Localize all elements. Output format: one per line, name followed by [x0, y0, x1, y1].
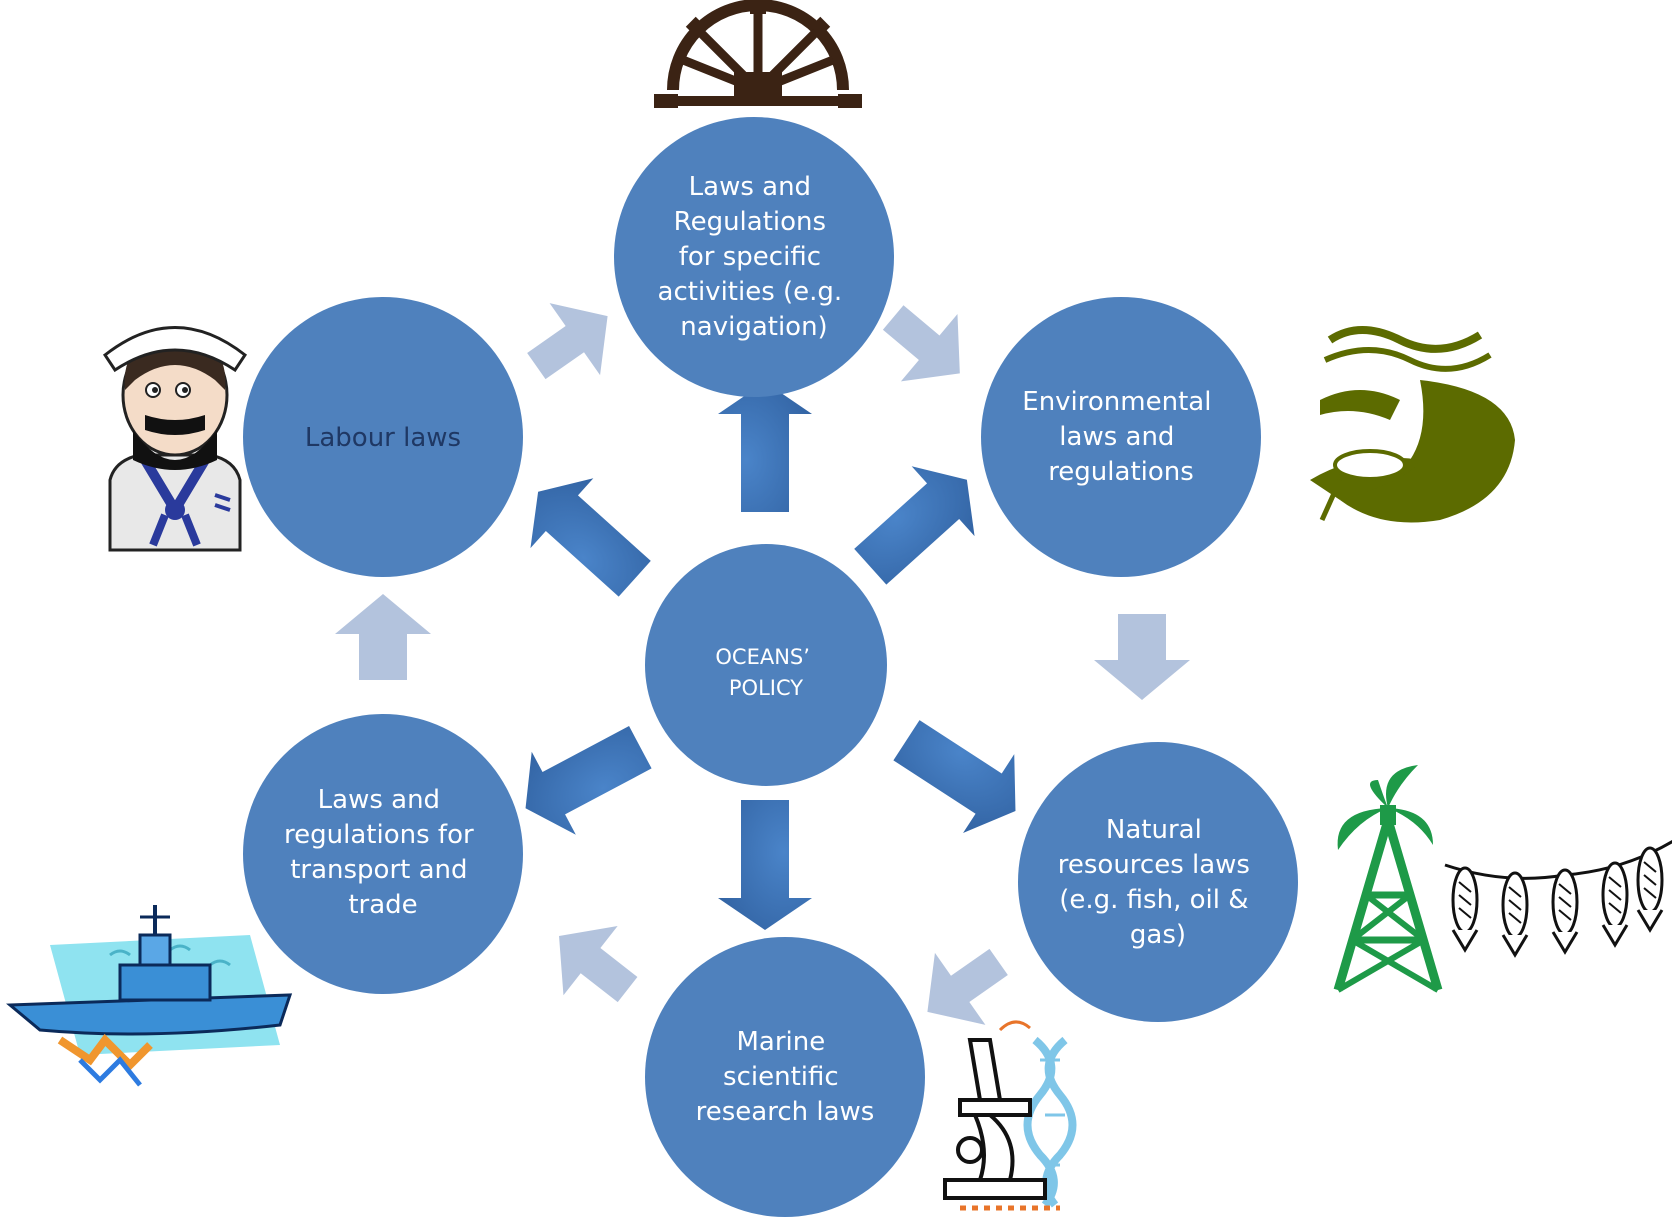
activities-label: Laws and Regulations for specific activi…: [658, 172, 851, 342]
marine-label-line: research laws: [696, 1097, 875, 1127]
activities-label-line: for specific: [679, 242, 821, 272]
activities-label-line: navigation): [680, 312, 827, 342]
center-arrows: [525, 382, 1016, 930]
cycle-arrow-environment-to-natural: [1094, 614, 1190, 700]
activities-label-line: Regulations: [674, 207, 826, 237]
natural-label-line: gas): [1130, 920, 1186, 950]
marine-label: Marine scientific research laws: [696, 1027, 875, 1127]
center-label-line: POLICY: [729, 676, 803, 700]
transport-label-line: regulations for: [284, 820, 474, 850]
activities-label-line: activities (e.g.: [658, 277, 843, 307]
oil-rig-icon: [1333, 765, 1443, 993]
sea-bird-icon: [1310, 326, 1515, 523]
cycle-arrow-transport-to-labour: [335, 594, 431, 680]
node-transport: [243, 714, 523, 994]
ship-wheel-icon: [654, 0, 862, 108]
natural-label-line: Natural: [1106, 815, 1202, 845]
marine-label-line: Marine: [736, 1027, 825, 1057]
cycle-arrows: [335, 303, 1190, 1025]
labour-label-line: Labour laws: [305, 423, 461, 453]
natural-label-line: resources laws: [1058, 850, 1250, 880]
labels: OCEANS’ POLICY Laws and Regulations for …: [284, 172, 1259, 1127]
microscope-dna-icon: [943, 1020, 1077, 1211]
environment-label: Environmental laws and regulations: [1022, 387, 1219, 487]
sailor-icon: [102, 326, 248, 552]
center-label-line: OCEANS’: [715, 645, 810, 669]
center-node: [645, 544, 887, 786]
node-labour: [243, 297, 523, 577]
center-arrow-to-activities: [718, 382, 812, 512]
marine-label-line: scientific: [723, 1062, 839, 1092]
ship-icon: [6, 905, 293, 1087]
transport-label-line: transport and: [290, 855, 467, 885]
natural-label-line: (e.g. fish, oil &: [1059, 885, 1248, 915]
center-label: OCEANS’ POLICY: [715, 645, 816, 700]
labour-label: Labour laws: [305, 423, 461, 453]
center-arrow-to-natural: [893, 720, 1016, 834]
transport-label-line: Laws and: [318, 785, 440, 815]
cycle-arrow-activities-to-environment: [882, 305, 960, 382]
nodes: [243, 117, 1298, 1217]
center-arrow-to-marine: [718, 800, 812, 930]
center-arrow-to-transport: [525, 726, 652, 835]
center-arrow-to-labour: [530, 478, 651, 597]
environment-label-line: laws and: [1059, 422, 1174, 452]
natural-label: Natural resources laws (e.g. fish, oil &…: [1058, 815, 1259, 950]
node-natural: [1018, 742, 1298, 1022]
cycle-arrow-marine-to-transport: [559, 925, 638, 1003]
environment-label-line: regulations: [1048, 457, 1194, 487]
node-activities: [614, 117, 894, 397]
transport-label: Laws and regulations for transport and t…: [284, 785, 482, 920]
activities-label-line: Laws and: [689, 172, 811, 202]
cycle-arrow-labour-to-activities: [527, 303, 608, 380]
node-environment: [981, 297, 1261, 577]
center-arrow-to-environment: [854, 466, 975, 585]
node-marine: [645, 937, 925, 1217]
cycle-arrow-natural-to-marine: [927, 948, 1008, 1025]
environment-label-line: Environmental: [1022, 387, 1211, 417]
fish-string-icon: [1444, 839, 1672, 958]
transport-label-line: trade: [348, 890, 417, 920]
